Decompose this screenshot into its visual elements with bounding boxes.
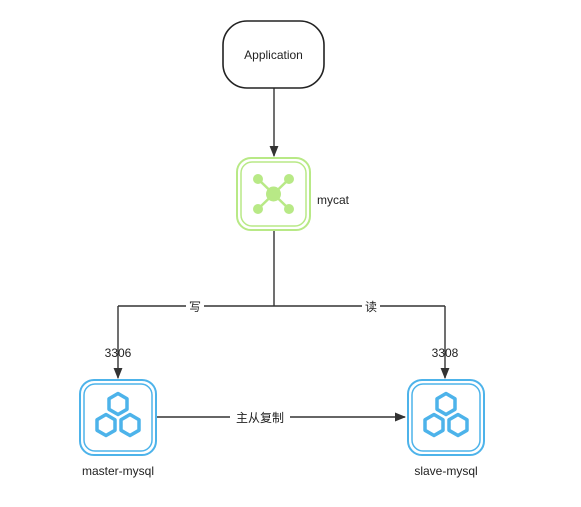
master-mysql-label: master-mysql [82, 464, 154, 478]
hexagon-cluster-icon [423, 391, 469, 438]
mycat-node[interactable] [236, 157, 311, 231]
edge-label-replication: 主从复制 [236, 411, 284, 425]
mycat-label: mycat [317, 193, 350, 207]
application-label: Application [244, 48, 303, 62]
port-label-master: 3306 [105, 346, 132, 360]
port-label-slave: 3308 [432, 346, 459, 360]
hexagon-cluster-icon [95, 391, 141, 438]
master-mysql-node[interactable] [79, 379, 157, 456]
application-node[interactable]: Application [222, 20, 325, 89]
slave-mysql-label: slave-mysql [414, 464, 477, 478]
edge-label-write: 写 [189, 300, 201, 314]
slave-mysql-node[interactable] [407, 379, 485, 456]
edge-label-read: 读 [365, 300, 377, 314]
network-hub-icon [253, 174, 294, 214]
